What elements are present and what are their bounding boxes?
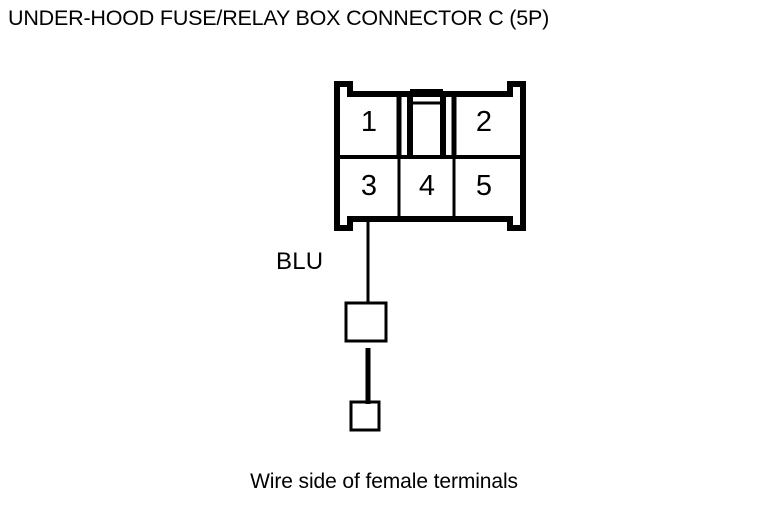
pin-number-3: 3 — [360, 170, 378, 202]
wire-color-label: BLU — [276, 248, 324, 275]
pin-number-4: 4 — [418, 170, 436, 202]
connector-housing-outline — [334, 81, 526, 231]
terminal-box-2 — [349, 400, 381, 432]
terminal-box-1 — [344, 301, 388, 343]
page-title: UNDER-HOOD FUSE/RELAY BOX CONNECTOR C (5… — [8, 6, 550, 30]
pin-number-5: 5 — [475, 170, 493, 202]
pin-number-2: 2 — [475, 106, 493, 138]
pin-number-1: 1 — [360, 106, 378, 138]
diagram-caption: Wire side of female terminals — [250, 470, 518, 493]
center-keying-tab — [407, 89, 446, 157]
